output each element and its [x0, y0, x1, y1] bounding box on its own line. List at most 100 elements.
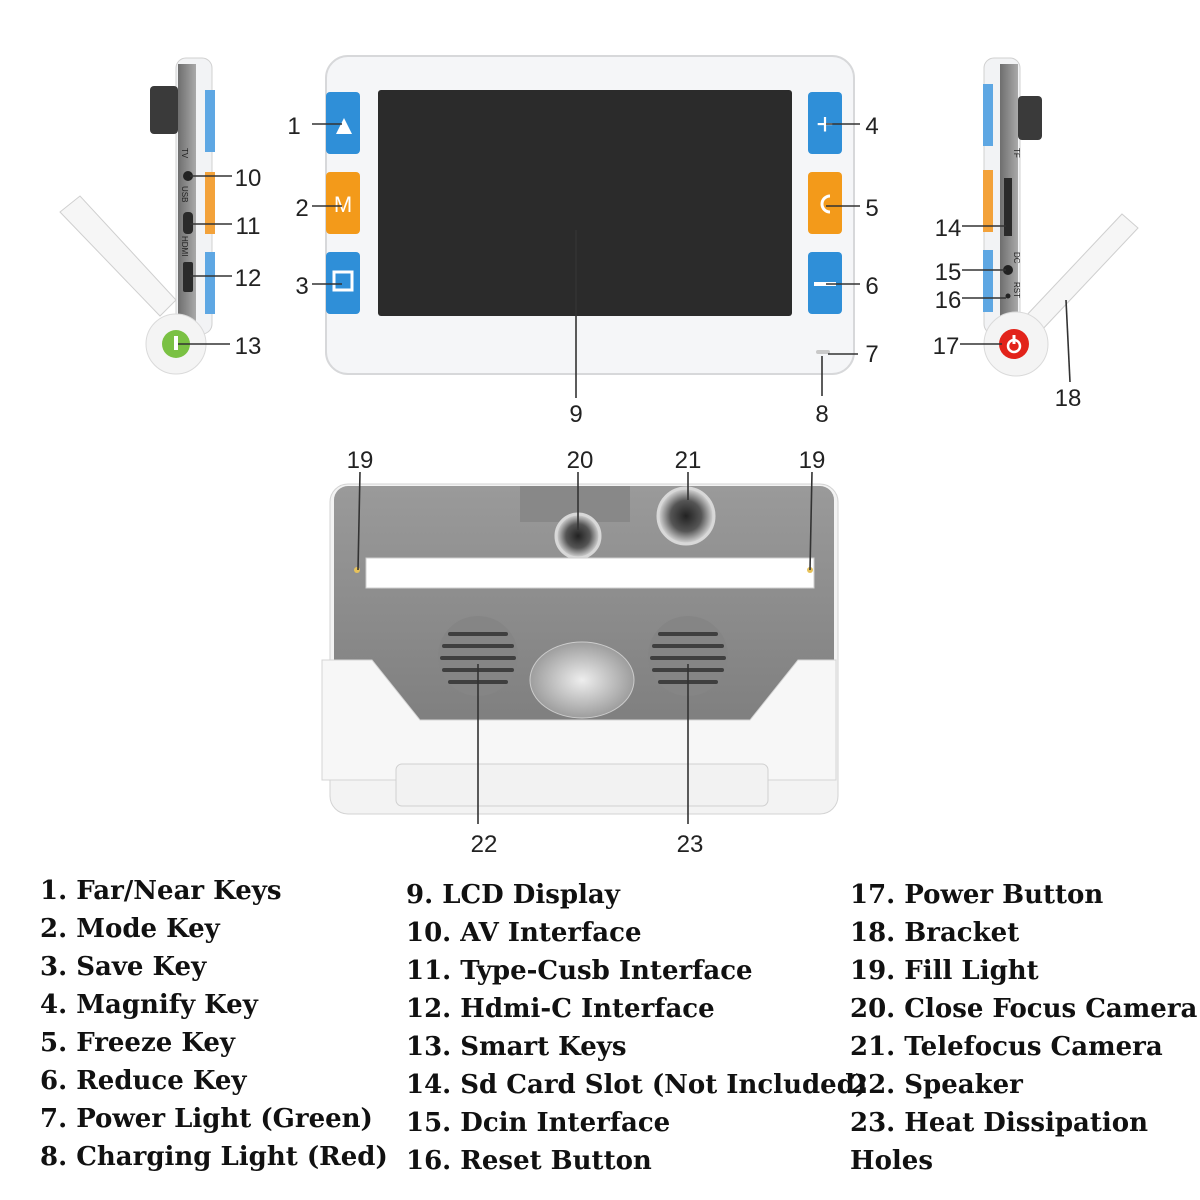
- legend-item: 16. Reset Button: [406, 1146, 652, 1176]
- right-blue-strip-bottom: [983, 250, 993, 312]
- port-label-hdmi: HDMI: [180, 236, 189, 256]
- far-near-icon: [336, 118, 352, 134]
- callout-1: 1: [287, 113, 300, 140]
- av-port: [183, 171, 193, 181]
- right-camera-bump: [1018, 96, 1042, 140]
- save-key[interactable]: [326, 252, 360, 314]
- legend-item: Holes: [850, 1146, 933, 1176]
- left-orange-strip: [205, 172, 215, 234]
- usb-c-port: [183, 212, 193, 234]
- indicator-lights: [816, 350, 830, 354]
- freeze-icon: [820, 194, 831, 214]
- lcd-display: [378, 90, 792, 316]
- left-blue-strip-bottom: [205, 252, 215, 314]
- callout-numbers: 1 2 3 4 5 6 7 8 9 10 11 12 13 14 15 16 1…: [235, 113, 1082, 858]
- callout-20: 20: [567, 447, 594, 474]
- port-label-usb: USB: [180, 186, 189, 202]
- legend-item: 12. Hdmi-C Interface: [406, 994, 715, 1024]
- magnify-key[interactable]: [808, 92, 842, 154]
- callout-12: 12: [235, 265, 262, 292]
- callout-19-left: 19: [347, 447, 374, 474]
- callout-13: 13: [235, 333, 262, 360]
- legend-item: 9. LCD Display: [406, 880, 620, 910]
- right-blue-strip-top: [983, 84, 993, 146]
- callout-19-right: 19: [799, 447, 826, 474]
- left-bracket: [59, 195, 177, 317]
- callout-7: 7: [865, 341, 878, 368]
- legend-item: 7. Power Light (Green): [40, 1104, 373, 1134]
- right-orange-strip: [983, 170, 993, 232]
- legend-item: 8. Charging Light (Red): [40, 1142, 388, 1172]
- left-side-frame: [178, 64, 196, 326]
- legend-item: 13. Smart Keys: [406, 1032, 627, 1062]
- legend-item: 23. Heat Dissipation: [850, 1108, 1149, 1138]
- callout-10: 10: [235, 165, 262, 192]
- fill-light-left: [354, 567, 360, 573]
- legend-item: 5. Freeze Key: [40, 1028, 236, 1058]
- legend-item: 3. Save Key: [40, 952, 207, 982]
- port-label-tf: TF: [1012, 148, 1021, 158]
- save-icon: [332, 270, 354, 292]
- callout-17: 17: [933, 333, 960, 360]
- sd-card-slot: [1004, 178, 1012, 236]
- legend-item: 17. Power Button: [850, 880, 1104, 910]
- legend-item: 22. Speaker: [850, 1070, 1023, 1100]
- dc-port: [1003, 265, 1013, 275]
- callout-5: 5: [865, 195, 878, 222]
- device-diagram: TV USB HDMI M + TF: [59, 55, 1139, 858]
- center-light-lens: [529, 641, 635, 719]
- legend-item: 10. AV Interface: [406, 918, 642, 948]
- callout-8: 8: [815, 401, 828, 428]
- callout-15: 15: [935, 259, 962, 286]
- callout-11: 11: [236, 213, 261, 240]
- mode-key[interactable]: [326, 172, 360, 234]
- callout-9: 9: [569, 401, 582, 428]
- freeze-key[interactable]: [808, 172, 842, 234]
- magnify-key-glyph: +: [816, 108, 834, 141]
- left-blue-strip-top: [205, 90, 215, 152]
- port-label-dc: DC: [1012, 252, 1021, 264]
- legend-item: 15. Dcin Interface: [406, 1108, 671, 1138]
- legend-item: 20. Close Focus Camera: [850, 994, 1198, 1024]
- legend-item: 1. Far/Near Keys: [40, 876, 282, 906]
- hdmi-port: [183, 262, 193, 292]
- power-icon-bar: [1012, 335, 1016, 344]
- legend-item: 4. Magnify Key: [40, 990, 258, 1020]
- left-side-view: TV USB HDMI: [59, 57, 215, 375]
- callout-22: 22: [471, 831, 498, 858]
- legend-item: 21. Telefocus Camera: [850, 1032, 1163, 1062]
- legend-item: 11. Type-Cusb Interface: [406, 956, 753, 986]
- callout-2: 2: [295, 195, 308, 222]
- reduce-icon: [814, 282, 836, 286]
- back-hinge: [395, 763, 769, 807]
- callout-3: 3: [295, 273, 308, 300]
- right-side-view: TF DC RST: [983, 57, 1139, 377]
- port-label-rst: RST: [1012, 282, 1021, 298]
- telefocus-camera: [656, 486, 716, 546]
- callout-4: 4: [865, 113, 878, 140]
- back-view: [321, 483, 839, 815]
- callout-6: 6: [865, 273, 878, 300]
- legend-item: 2. Mode Key: [40, 914, 220, 944]
- legend-column-3: 17. Power Button 18. Bracket 19. Fill Li…: [850, 876, 1197, 1180]
- port-label-tv: TV: [180, 148, 189, 159]
- fill-light-bar: [365, 557, 815, 589]
- legend-item: 6. Reduce Key: [40, 1066, 247, 1096]
- callout-18: 18: [1055, 385, 1082, 412]
- left-camera-bump: [150, 86, 178, 134]
- reset-hole: [1005, 293, 1011, 299]
- leader-lines: [178, 123, 1071, 824]
- legend-item: 18. Bracket: [850, 918, 1020, 948]
- callout-16: 16: [935, 287, 962, 314]
- front-view: M +: [325, 55, 855, 375]
- legend-item: 19. Fill Light: [850, 956, 1039, 986]
- legend-item: 14. Sd Card Slot (Not Included): [406, 1070, 868, 1100]
- right-bracket: [1023, 213, 1139, 333]
- smart-key-mark: [174, 336, 178, 350]
- mode-key-glyph: M: [334, 192, 352, 217]
- callout-23: 23: [677, 831, 704, 858]
- callout-14: 14: [935, 215, 962, 242]
- callout-21: 21: [675, 447, 702, 474]
- legend-column-2: 9. LCD Display 10. AV Interface 11. Type…: [406, 876, 867, 1180]
- legend-column-1: 1. Far/Near Keys 2. Mode Key 3. Save Key…: [40, 872, 388, 1176]
